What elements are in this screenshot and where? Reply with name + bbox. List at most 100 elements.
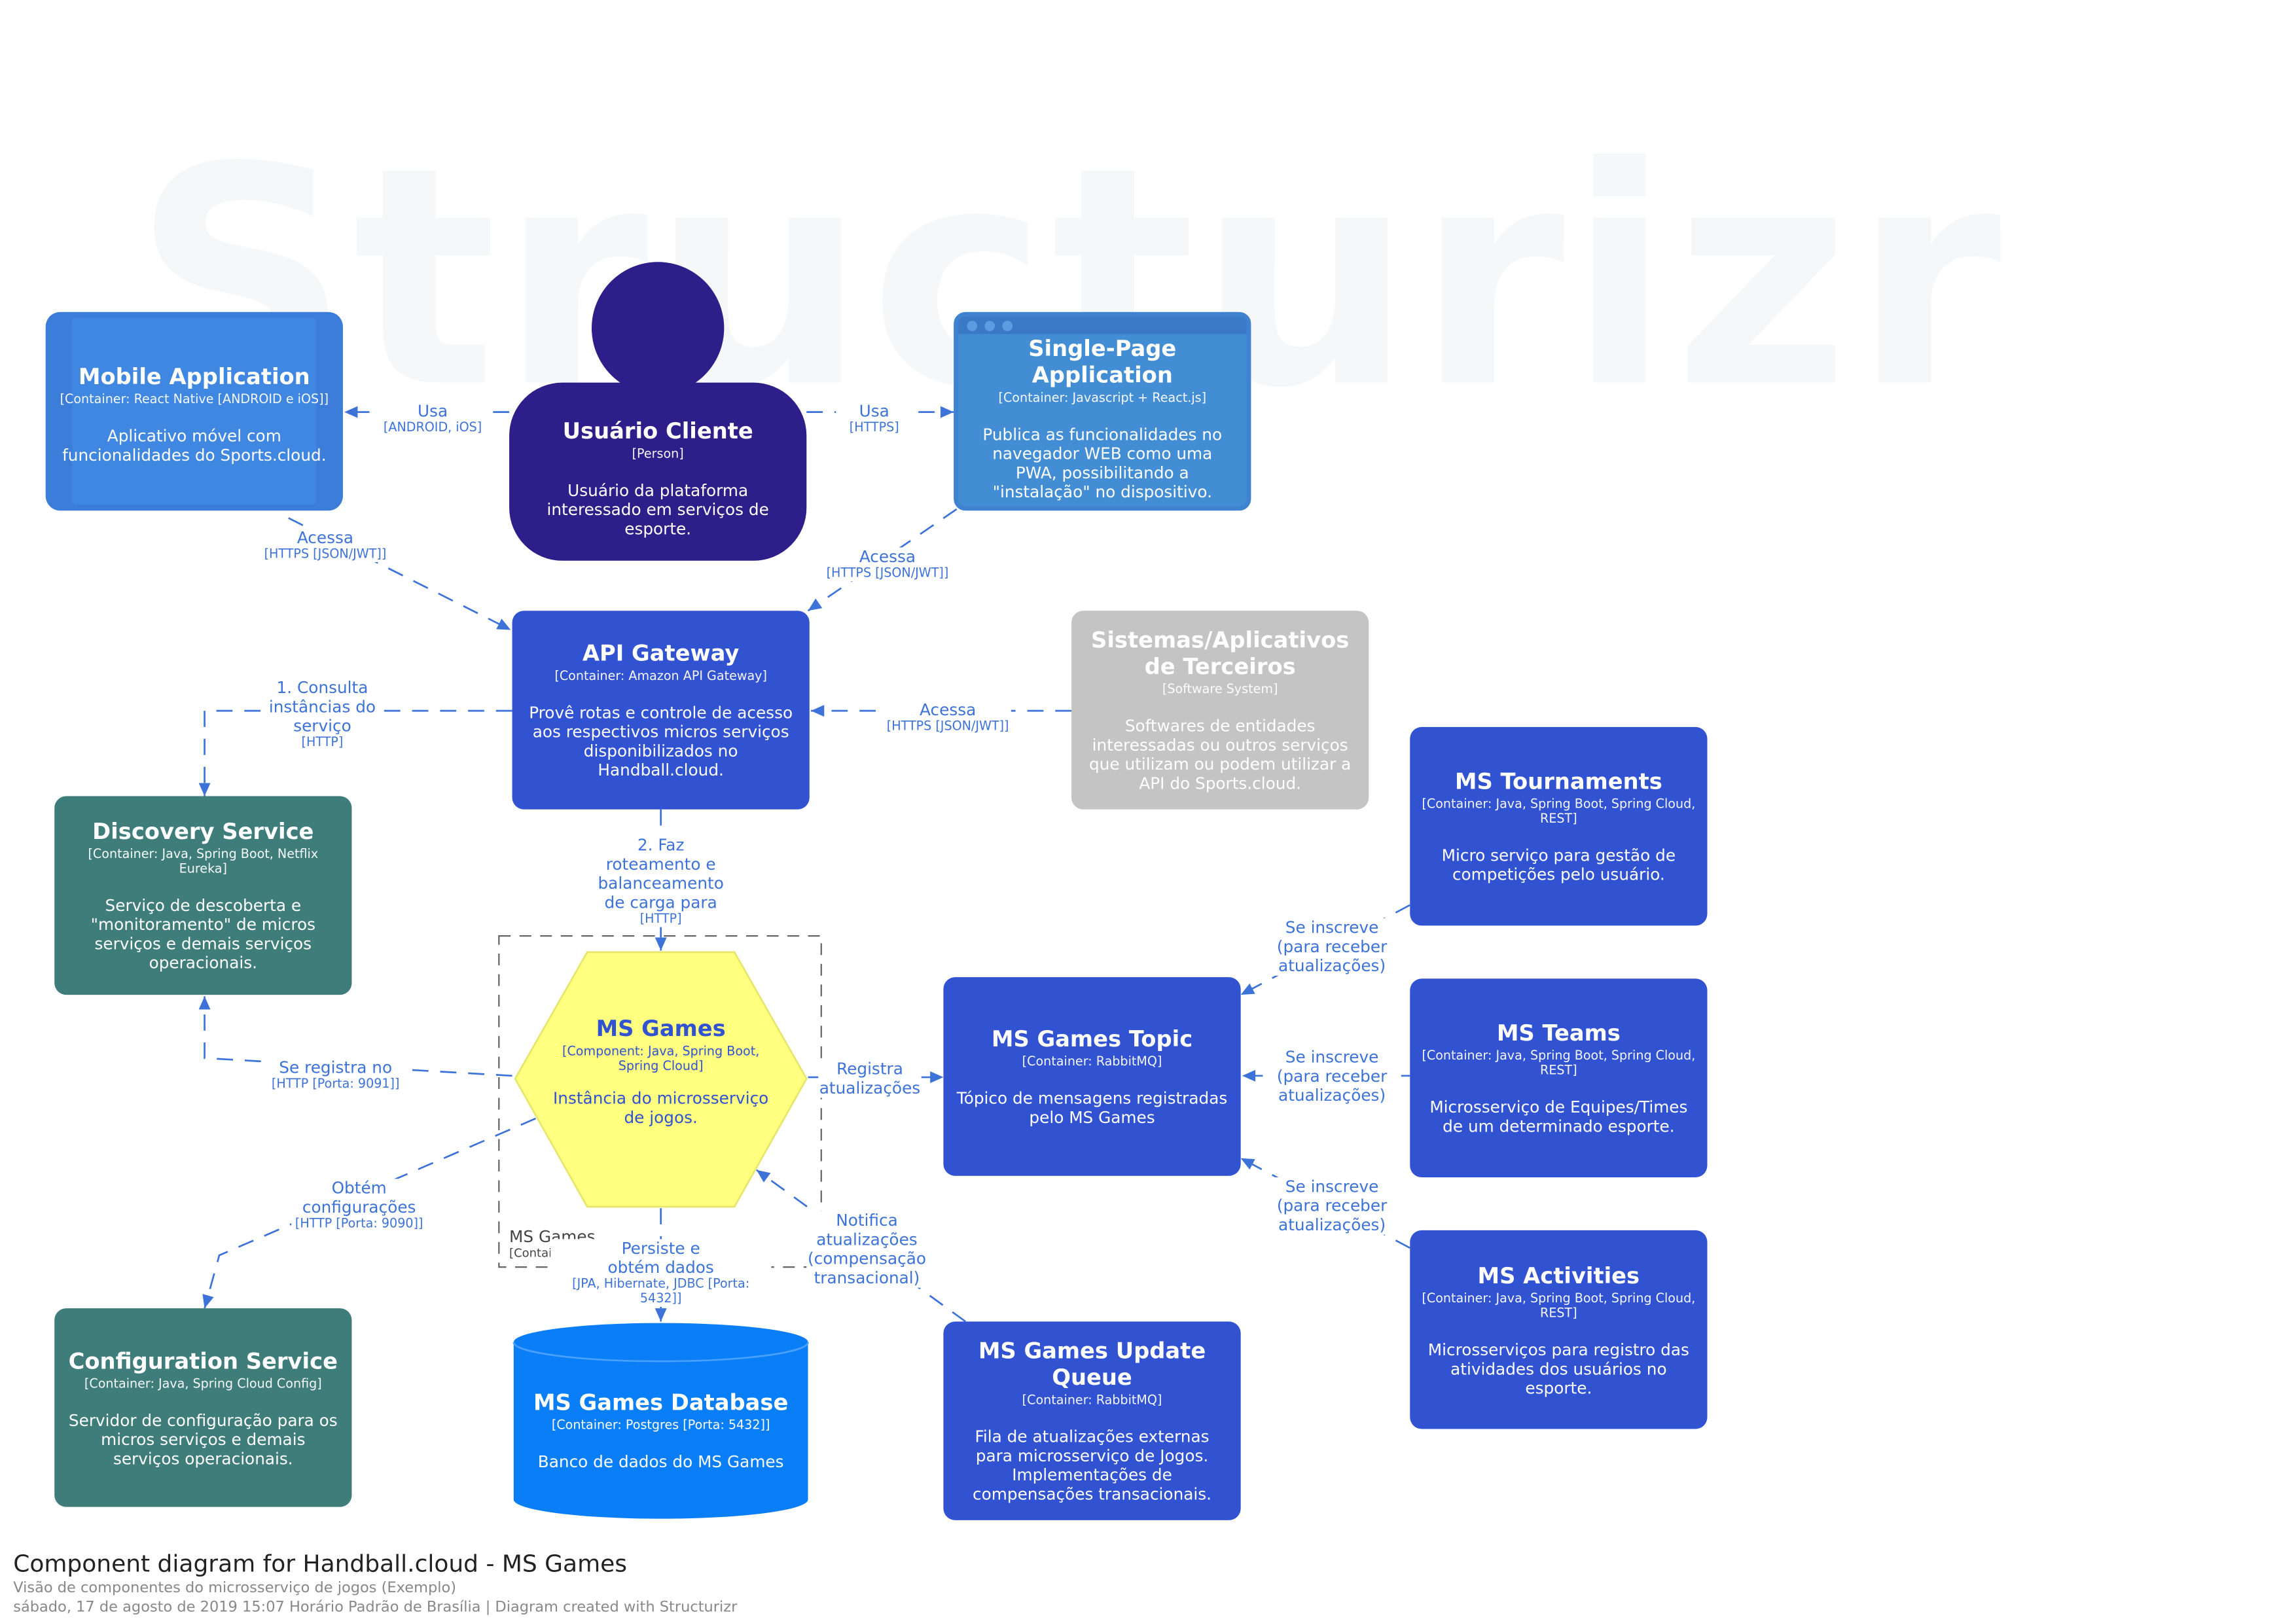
- ms-games-database[interactable]: MS Games Database [Container: Postgres […: [512, 1321, 810, 1520]
- topic-desc: Tópico de mensagens registradas pelo MS …: [956, 1089, 1228, 1128]
- edge-label-gateway-discovery: 1. Consulta instâncias do serviço [HTTP]: [264, 678, 380, 751]
- browser-dot-icon: [1002, 321, 1013, 331]
- mobile-desc: Aplicativo móvel com funcionalidades do …: [62, 427, 327, 465]
- diagram-subtitle: Visão de componentes do microsserviço de…: [13, 1580, 457, 1597]
- edge-label-games-db: Persiste e obtém dados [JPA, Hibernate, …: [550, 1239, 772, 1307]
- gateway-tech: [Container: Amazon API Gateway]: [554, 669, 767, 685]
- configuration-service[interactable]: Configuration Service [Container: Java, …: [54, 1308, 352, 1507]
- edge-tech: [HTTPS [JSON/JWT]]: [264, 547, 387, 563]
- spa-tech: [Container: Javascript + React.js]: [998, 391, 1207, 406]
- phone-screen: [72, 317, 317, 505]
- edge-label-tournaments-topic: Se inscreve (para receber atualizações): [1263, 918, 1401, 976]
- edge-label-user-spa: Usa [HTTPS]: [836, 401, 913, 436]
- edge-gateway-discovery: [198, 709, 512, 796]
- api-gateway[interactable]: API Gateway [Container: Amazon API Gatew…: [512, 611, 810, 810]
- single-page-application[interactable]: Single-Page Application [Container: Java…: [954, 312, 1251, 511]
- ms-games-component[interactable]: MS Games [Component: Java, Spring Boot, …: [514, 951, 808, 1209]
- person-user[interactable]: Usuário Cliente [Person] Usuário da plat…: [509, 262, 807, 561]
- cylinder-shape: [512, 1323, 809, 1519]
- database-title: MS Games Database: [533, 1389, 789, 1416]
- edge-tech: [HTTPS]: [849, 421, 899, 436]
- edge-text: Acessa: [920, 700, 977, 720]
- tournaments-title: MS Tournaments: [1454, 768, 1662, 795]
- discovery-tech: [Container: Java, Spring Boot, Netflix E…: [88, 847, 319, 878]
- thirdparty-title: Sistemas/Aplicativos de Terceiros: [1091, 626, 1350, 680]
- edge-tech: [HTTP [Porta: 9091]]: [271, 1077, 400, 1092]
- ms-games-topic[interactable]: MS Games Topic [Container: RabbitMQ] Tóp…: [943, 977, 1241, 1176]
- mobile-title: Mobile Application: [78, 363, 310, 390]
- config-title: Configuration Service: [68, 1347, 338, 1374]
- queue-tech: [Container: RabbitMQ]: [1022, 1393, 1162, 1409]
- activities-desc: Microsserviços para registro das ativida…: [1427, 1340, 1689, 1398]
- activities-tech: [Container: Java, Spring Boot, Spring Cl…: [1422, 1291, 1696, 1321]
- msgames-title: MS Games: [596, 1015, 726, 1043]
- activities-title: MS Activities: [1477, 1262, 1640, 1289]
- browser-bar: [958, 316, 1247, 334]
- edge-label-third-gateway: Acessa [HTTPS [JSON/JWT]]: [884, 700, 1011, 735]
- teams-tech: [Container: Java, Spring Boot, Spring Cl…: [1422, 1049, 1696, 1079]
- edge-text: Usa: [859, 401, 889, 421]
- edge-text: Acessa: [859, 547, 916, 567]
- edge-text: 2. Faz roteamento e balanceamento de car…: [598, 836, 724, 913]
- diagram-meta: sábado, 17 de agosto de 2019 15:07 Horár…: [13, 1599, 738, 1616]
- edge-tech: [JPA, Hibernate, JDBC [Porta: 5432]]: [572, 1277, 750, 1307]
- msgames-tech: [Component: Java, Spring Boot, Spring Cl…: [562, 1044, 760, 1075]
- ms-activities[interactable]: MS Activities [Container: Java, Spring B…: [1410, 1230, 1708, 1429]
- thirdparty-desc: Softwares de entidades interessadas ou o…: [1089, 717, 1352, 794]
- topic-tech: [Container: RabbitMQ]: [1022, 1055, 1162, 1070]
- edge-label-games-config: Obtém configurações [HTTP [Porta: 9090]]: [291, 1179, 427, 1232]
- edge-text: Acessa: [296, 528, 354, 548]
- edge-label-games-topic: Registra atualizações: [818, 1060, 922, 1098]
- edge-text: Se inscreve (para receber atualizações): [1276, 1177, 1388, 1235]
- edge-label-gateway-games: 2. Faz roteamento e balanceamento de car…: [594, 836, 727, 927]
- mobile-tech: [Container: React Native [ANDROID e iOS]…: [60, 393, 329, 408]
- edge-text: Notifica atualizações (compensação trans…: [807, 1211, 926, 1288]
- edge-tech: [HTTPS [JSON/JWT]]: [886, 719, 1009, 735]
- user-tech: [Person]: [632, 446, 684, 461]
- gateway-title: API Gateway: [582, 640, 740, 667]
- edge-text: Obtém configurações: [302, 1179, 416, 1217]
- gateway-desc: Provê rotas e controle de acesso aos res…: [529, 703, 793, 780]
- teams-desc: Microsserviço de Equipes/Times de um det…: [1429, 1097, 1688, 1136]
- third-party-systems[interactable]: Sistemas/Aplicativos de Terceiros [Softw…: [1071, 611, 1369, 810]
- discovery-desc: Serviço de descoberta e "monitoramento" …: [90, 896, 315, 973]
- spa-title: Single-Page Application: [1028, 335, 1177, 389]
- edge-queue-games: [756, 1169, 966, 1323]
- database-desc: Banco de dados do MS Games: [537, 1452, 784, 1472]
- edge-label-queue-games: Notifica atualizações (compensação trans…: [806, 1211, 927, 1288]
- edge-label-spa-gateway: Acessa [HTTPS [JSON/JWT]]: [824, 547, 951, 582]
- spa-desc: Publica as funcionalidades no navegador …: [982, 425, 1223, 502]
- thirdparty-tech: [Software System]: [1162, 683, 1278, 698]
- edge-text: Persiste e obtém dados: [607, 1239, 714, 1277]
- config-desc: Servidor de configuração para os micros …: [68, 1410, 338, 1469]
- edge-text: Usa: [418, 401, 448, 421]
- edge-text: Se inscreve (para receber atualizações): [1276, 1048, 1388, 1105]
- browser-dot-icon: [984, 321, 996, 331]
- discovery-title: Discovery Service: [92, 818, 314, 845]
- edge-label-teams-topic: Se inscreve (para receber atualizações): [1263, 1048, 1401, 1105]
- database-tech: [Container: Postgres [Porta: 5432]]: [551, 1418, 770, 1434]
- config-tech: [Container: Java, Spring Cloud Config]: [84, 1376, 322, 1392]
- discovery-service[interactable]: Discovery Service [Container: Java, Spri…: [54, 796, 352, 995]
- mobile-application[interactable]: Mobile Application [Container: React Nat…: [45, 312, 343, 511]
- edge-text: Se inscreve (para receber atualizações): [1276, 918, 1388, 976]
- edge-label-games-discovery: Se registra no [HTTP [Porta: 9091]]: [264, 1058, 406, 1092]
- edge-text: 1. Consulta instâncias do serviço: [268, 678, 376, 736]
- edge-label-user-mobile: Usa [ANDROID, iOS]: [380, 401, 486, 436]
- tournaments-desc: Micro serviço para gestão de competições…: [1441, 846, 1676, 885]
- ms-games-update-queue[interactable]: MS Games Update Queue [Container: Rabbit…: [943, 1321, 1241, 1520]
- user-title: Usuário Cliente: [562, 417, 753, 444]
- edge-tech: [HTTP [Porta: 9090]]: [295, 1217, 423, 1232]
- edge-label-mobile-gateway: Acessa [HTTPS [JSON/JWT]]: [262, 528, 389, 563]
- ms-tournaments[interactable]: MS Tournaments [Container: Java, Spring …: [1410, 726, 1708, 926]
- diagram-title: Component diagram for Handball.cloud - M…: [13, 1549, 628, 1578]
- ms-teams[interactable]: MS Teams [Container: Java, Spring Boot, …: [1410, 978, 1708, 1177]
- edge-text: Se registra no: [279, 1058, 393, 1078]
- queue-desc: Fila de atualizações externas para micro…: [973, 1427, 1212, 1505]
- tournaments-tech: [Container: Java, Spring Boot, Spring Cl…: [1422, 797, 1696, 827]
- msgames-desc: Instância do microsserviço de jogos.: [552, 1089, 769, 1128]
- edge-games-config: [202, 1117, 537, 1309]
- user-desc: Usuário da plataforma interessado em ser…: [547, 480, 769, 538]
- hexagon-shape: [514, 951, 808, 1208]
